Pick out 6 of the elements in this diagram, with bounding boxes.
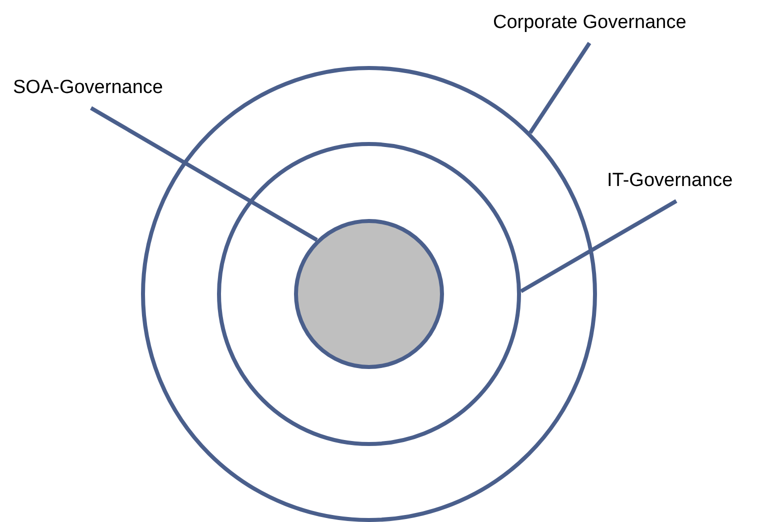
label-text: IT-Governance xyxy=(607,170,733,192)
leader-line xyxy=(528,42,592,134)
leader-line xyxy=(90,106,318,242)
label-text: SOA-Governance xyxy=(13,77,163,99)
leader-line xyxy=(520,199,678,294)
label-text: Corporate Governance xyxy=(493,12,686,34)
